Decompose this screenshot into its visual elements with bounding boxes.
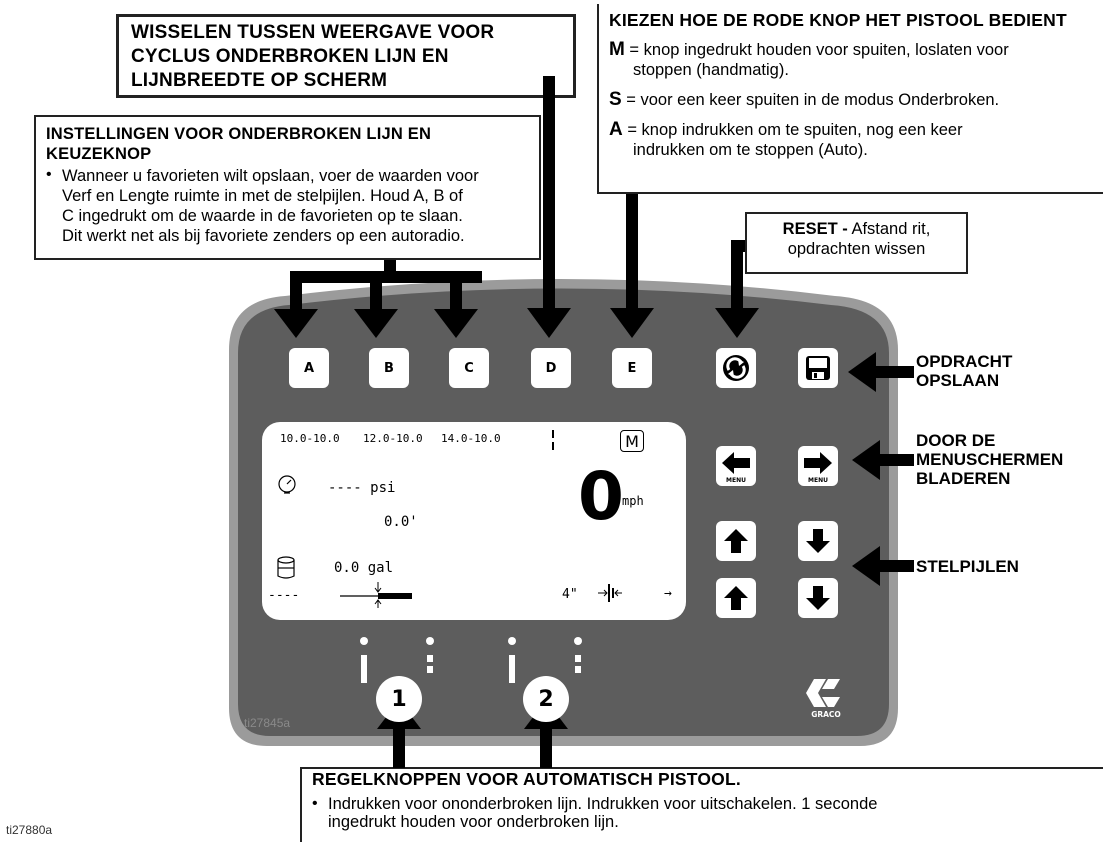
distance-readout: 0.0' — [384, 514, 418, 530]
menu-right-label: MENU — [808, 477, 828, 484]
reset-bold: RESET - — [782, 220, 848, 238]
line-profile-icon — [340, 582, 412, 608]
mode-a-text: = knop indrukken om te spuiten, nog een … — [627, 121, 963, 139]
mode-s-line: S = voor een keer spuiten in de modus On… — [609, 90, 1093, 110]
gun-buttons-bullet: • — [312, 795, 318, 812]
reset-line-2: opdrachten wissen — [787, 240, 926, 258]
arrow-up-icon — [724, 529, 748, 553]
mode-a-line: A = knop indrukken om te spuiten, nog ee… — [609, 120, 1093, 140]
paint-can-icon — [277, 556, 295, 579]
save-job-label-1: OPDRACHT — [916, 352, 1013, 371]
toggle-display-line-3: LIJNBREEDTE OP SCHERM — [131, 70, 388, 91]
line-width-icon — [598, 584, 622, 602]
settings-line-2: Verf en Lengte ruimte in met de stelpijl… — [62, 187, 463, 205]
adjust-arrows-label: STELPIJLEN — [916, 557, 1019, 576]
arrow-left-icon — [722, 452, 750, 474]
toggle-display-callout: WISSELEN TUSSEN WEERGAVE VOOR CYCLUS OND… — [116, 14, 576, 98]
settings-line-1: Wanneer u favorieten wilt opslaan, voer … — [62, 167, 479, 185]
dash-cycle-icon — [552, 430, 554, 450]
mode-m-line: M = knop ingedrukt houden voor spuiten, … — [609, 40, 1093, 60]
mode-m-text-2: stoppen (handmatig). — [633, 61, 789, 79]
arrow-down-icon — [806, 586, 830, 610]
arrow-right-icon — [804, 452, 832, 474]
save-job-button[interactable] — [798, 348, 838, 388]
red-button-callout: KIEZEN HOE DE RODE KNOP HET PISTOOL BEDI… — [597, 4, 1103, 194]
gun-buttons-line-1: Indrukken voor ononderbroken lijn. Indru… — [328, 795, 878, 813]
settings-callout: INSTELLINGEN VOOR ONDERBROKEN LIJN EN KE… — [34, 115, 541, 260]
favorite-3-value: 14.0-10.0 — [441, 432, 501, 445]
favorite-2-value: 12.0-10.0 — [363, 432, 423, 445]
arrow-up-icon — [724, 586, 748, 610]
menu-navigation-label-2: MENUSCHERMEN — [916, 450, 1064, 469]
favorite-a-button[interactable]: A — [289, 348, 329, 388]
menu-left-label: MENU — [726, 477, 746, 484]
graco-logo-icon — [806, 679, 840, 707]
settings-bullet-text: • Wanneer u favorieten wilt opslaan, voe… — [46, 166, 529, 246]
gun-buttons-bullet-text: • Indrukken voor ononderbroken lijn. Ind… — [312, 795, 1093, 831]
favorite-c-button[interactable]: C — [449, 348, 489, 388]
reset-line-1: RESET - Afstand rit, — [751, 219, 962, 239]
direction-arrow: → — [664, 586, 672, 601]
toggle-display-line-2: CYCLUS ONDERBROKEN LIJN EN — [131, 46, 449, 67]
gun-1-button[interactable]: 1 — [376, 676, 422, 722]
gun-mode-indicator: M — [620, 430, 644, 452]
mode-a-text-2: indrukken om te stoppen (Auto). — [633, 141, 868, 159]
settings-line-3: C ingedrukt om de waarde in de favoriete… — [62, 207, 463, 225]
graco-logo: GRACO — [806, 677, 846, 719]
gun-buttons-callout: REGELKNOPPEN VOOR AUTOMATISCH PISTOOL. •… — [300, 767, 1103, 842]
favorite-b-button[interactable]: B — [369, 348, 409, 388]
settings-line-4: Dit werkt net als bij favoriete zenders … — [62, 227, 465, 245]
mode-s-text: = voor een keer spuiten in de modus Onde… — [626, 91, 1000, 109]
speed-value: 0 — [578, 458, 624, 535]
adjust-up-button-1[interactable] — [716, 521, 756, 561]
menu-navigation-label-1: DOOR DE — [916, 431, 996, 450]
settings-bullet: • — [46, 166, 52, 183]
graco-wordmark: GRACO — [811, 710, 841, 719]
volume-readout: 0.0 gal — [334, 560, 394, 576]
mode-s-key: S — [609, 89, 622, 110]
adjust-down-button-2[interactable] — [798, 578, 838, 618]
gun-mode-button[interactable]: E — [612, 348, 652, 388]
menu-navigation-label-3: BLADEREN — [916, 469, 1011, 488]
pressure-readout: ---- psi — [328, 480, 396, 496]
gun-2-button[interactable]: 2 — [523, 676, 569, 722]
mode-m-key: M — [609, 39, 625, 60]
mode-a-key: A — [609, 119, 623, 140]
line-width-readout: 4" — [562, 587, 578, 602]
favorite-1-value: 10.0-10.0 — [280, 432, 340, 445]
save-job-label: OPDRACHT OPSLAAN — [916, 352, 1012, 390]
toggle-display-button[interactable]: D — [531, 348, 571, 388]
settings-title: INSTELLINGEN VOOR ONDERBROKEN LIJN EN KE… — [46, 125, 432, 163]
panel-reference: ti27845a — [244, 716, 291, 730]
menu-right-button[interactable]: MENU — [798, 446, 838, 486]
red-button-title: KIEZEN HOE DE RODE KNOP HET PISTOOL BEDI… — [609, 10, 1067, 30]
figure-reference: ti27880a — [6, 823, 53, 837]
reset-icon — [723, 355, 749, 381]
arrow-down-icon — [806, 529, 830, 553]
display-screen: 10.0-10.0 12.0-10.0 14.0-10.0 M ---- psi… — [262, 422, 686, 620]
gun-buttons-title: REGELKNOPPEN VOOR AUTOMATISCH PISTOOL. — [312, 769, 741, 789]
gun-buttons-line-2: ingedrukt houden voor onderbroken lijn. — [328, 813, 619, 831]
left-line-dash: ---- — [268, 588, 300, 603]
speed-unit: mph — [622, 494, 644, 508]
toggle-display-line-1: WISSELEN TUSSEN WEERGAVE VOOR — [131, 22, 495, 43]
gun-mode-letter: M — [625, 431, 639, 451]
floppy-disk-icon — [806, 356, 830, 380]
adjust-down-button-1[interactable] — [798, 521, 838, 561]
mode-m-text: = knop ingedrukt houden voor spuiten, lo… — [629, 41, 1009, 59]
adjust-up-button-2[interactable] — [716, 578, 756, 618]
reset-callout: RESET - Afstand rit, opdrachten wissen — [745, 212, 968, 274]
menu-navigation-label: DOOR DE MENUSCHERMEN BLADEREN — [916, 431, 1063, 488]
reset-button[interactable] — [716, 348, 756, 388]
reset-text-1: Afstand rit, — [847, 220, 931, 238]
menu-left-button[interactable]: MENU — [716, 446, 756, 486]
pressure-gauge-icon — [278, 475, 296, 494]
save-job-label-2: OPSLAAN — [916, 371, 1000, 390]
